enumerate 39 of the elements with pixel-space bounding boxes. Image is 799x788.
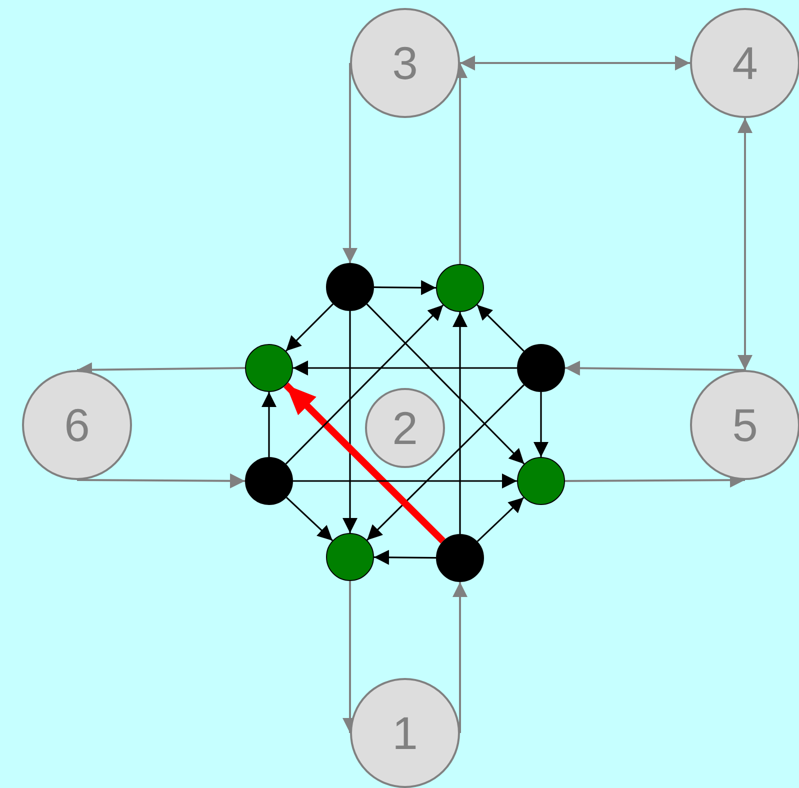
arrow [342,63,358,263]
arrow [374,280,436,296]
dot-node [517,457,565,505]
arrow [262,392,276,457]
arrow [293,360,517,376]
arrow [366,384,524,541]
arrow [342,311,358,533]
dot-node [436,264,484,312]
arrow [452,312,468,534]
circle-number: 2 [392,405,418,451]
arrow [366,304,525,464]
arrow [476,496,524,542]
arrow [564,360,746,376]
circle-number: 5 [732,402,758,448]
circle-number: 3 [392,40,418,86]
arrow [534,392,548,457]
dot-node [517,344,565,392]
arrow [77,473,245,488]
arrow [476,304,524,352]
arrow [286,496,334,542]
arrow [285,304,444,464]
circle-number: 6 [64,402,90,448]
arrow [374,550,436,565]
double-arrow [738,118,752,370]
dot-node [245,457,293,505]
arrow [293,474,517,488]
circle-number: 1 [392,710,418,756]
numbered-circle [350,678,460,788]
dot-node [245,344,293,392]
arrow [452,582,468,733]
numbered-circle [365,388,445,468]
dot-node [326,533,374,581]
numbered-circle [690,370,799,480]
dot-node [436,534,484,582]
arrow [285,303,334,352]
circle-number: 4 [732,40,758,86]
arrow [284,382,446,544]
double-arrow [460,56,690,70]
dot-node [326,263,374,311]
